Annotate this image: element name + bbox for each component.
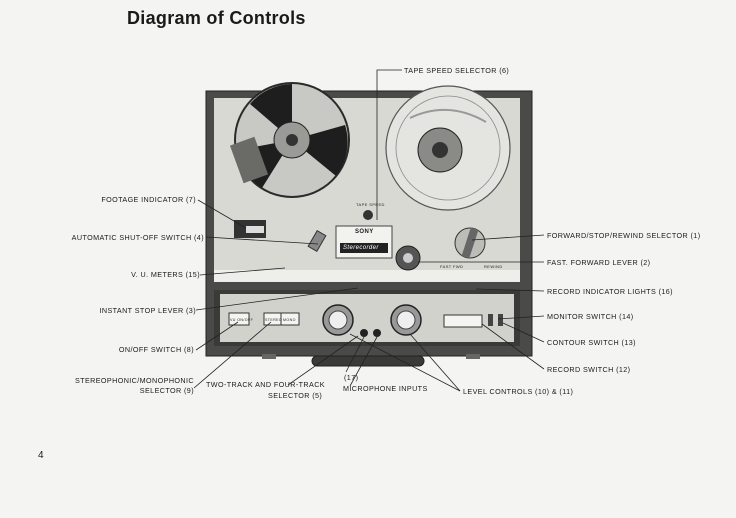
callout-forward-stop-rewind: FORWARD/STOP/REWIND SELECTOR (1) xyxy=(547,231,701,240)
panel-text-fast-fwd: FAST FWD xyxy=(440,264,464,269)
device-model-badge: Sterecorder xyxy=(343,245,379,251)
left-reel-icon xyxy=(229,82,350,198)
device-brand: SONY xyxy=(355,229,374,235)
callout-record-indicator: RECORD INDICATOR LIGHTS (16) xyxy=(547,287,673,296)
right-reel-icon xyxy=(385,85,511,211)
callout-contour-switch: CONTOUR SWITCH (13) xyxy=(547,338,636,347)
callout-level-controls: LEVEL CONTROLS (10) & (11) xyxy=(463,387,574,396)
callout-microphone-inputs: MICROPHONE INPUTS xyxy=(343,384,428,393)
switch-text-vu: VU ON/OFF xyxy=(230,318,254,322)
switch-text-stereo: STEREO xyxy=(265,318,283,322)
callout-footage-indicator: FOOTAGE INDICATOR (7) xyxy=(101,195,196,204)
page-number: 4 xyxy=(38,450,44,461)
callout-stereo-mono-line2: SELECTOR (9) xyxy=(139,386,194,395)
callout-auto-shutoff: AUTOMATIC SHUT-OFF SWITCH (4) xyxy=(71,233,204,242)
panel-text-rewind: REWIND xyxy=(484,264,503,269)
page-title: Diagram of Controls xyxy=(127,8,306,28)
callout-fast-forward: FAST. FORWARD LEVER (2) xyxy=(547,258,651,267)
switch-text-mono: MONO xyxy=(283,318,296,322)
callout-stereo-mono-line1: STEREOPHONIC/MONOPHONIC xyxy=(74,376,194,385)
tape-speed-knob xyxy=(363,210,373,220)
panel-text-tape-speed: TAPE SPEED xyxy=(356,202,385,207)
callout-on-off: ON/OFF SWITCH (8) xyxy=(118,345,194,354)
callout-vu-meters: V. U. METERS (15) xyxy=(131,270,200,279)
callout-tape-speed-selector: TAPE SPEED SELECTOR (6) xyxy=(404,66,510,75)
callout-monitor-switch: MONITOR SWITCH (14) xyxy=(547,312,634,321)
callout-seventeen: (17) xyxy=(344,373,359,382)
callout-instant-stop: INSTANT STOP LEVER (3) xyxy=(99,306,196,315)
callout-two-four-line2: SELECTOR (5) xyxy=(268,391,323,400)
callout-two-four-line1: TWO-TRACK AND FOUR-TRACK xyxy=(206,380,326,389)
callout-record-switch: RECORD SWITCH (12) xyxy=(547,365,631,374)
